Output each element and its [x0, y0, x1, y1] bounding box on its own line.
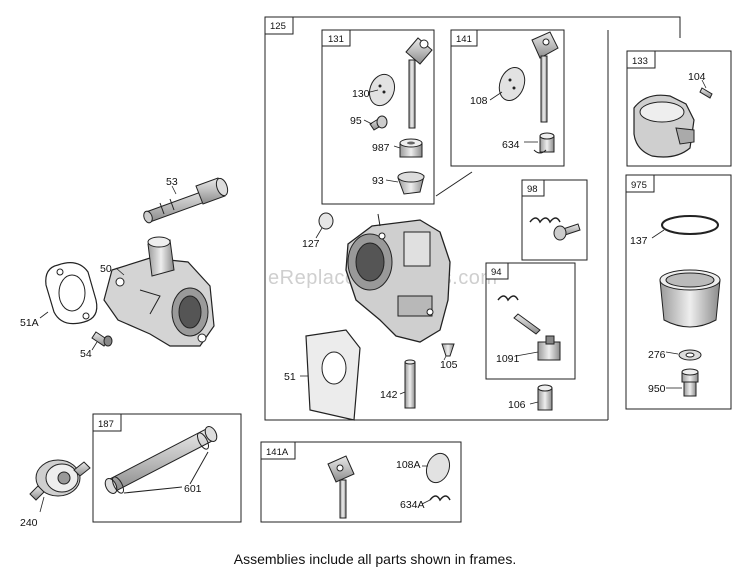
frame-141: 141	[450, 29, 565, 167]
caption: Assemblies include all parts shown in fr…	[233, 551, 517, 567]
pin-104-part	[699, 87, 713, 99]
washer-127-part	[318, 212, 334, 230]
label-950: 950	[648, 383, 666, 395]
frame-125: 125	[264, 16, 681, 421]
washer-276-part	[678, 349, 702, 361]
throttle-plate-108a-part	[425, 452, 451, 484]
screw-95-part	[369, 115, 388, 131]
label-105: 105	[440, 359, 458, 371]
fuel-line-part	[104, 426, 218, 494]
intake-tube-part	[143, 177, 229, 224]
float-bowl-part	[659, 269, 721, 328]
gasket-51a-part	[45, 262, 98, 325]
label-50: 50	[100, 263, 112, 275]
fuel-filter-part	[29, 459, 91, 501]
label-108a: 108A	[396, 459, 421, 471]
label-987: 987	[372, 142, 390, 154]
label-1091: 1091	[496, 353, 520, 365]
frame-label-94: 94	[491, 267, 502, 278]
label-276: 276	[648, 349, 666, 361]
idle-spring-part	[529, 217, 561, 224]
label-142: 142	[380, 389, 398, 401]
bowl-screw-950-part	[681, 368, 699, 397]
label-601: 601	[184, 483, 202, 495]
label-127: 127	[302, 238, 320, 250]
frame-label-187: 187	[98, 419, 114, 430]
o-ring-137-part	[661, 215, 719, 235]
bushing-987-part	[399, 138, 423, 158]
throttle-shaft-part	[531, 31, 559, 123]
frame-141a: 141A	[260, 441, 462, 523]
label-634: 634	[502, 139, 520, 151]
label-634a: 634A	[400, 499, 425, 511]
spring-634-part	[533, 132, 555, 154]
solenoid-1091-part	[537, 335, 561, 361]
label-137: 137	[630, 235, 648, 247]
label-106: 106	[508, 399, 526, 411]
spring-634a-part	[429, 495, 451, 502]
choke-shaft-part	[405, 37, 433, 129]
label-104: 104	[688, 71, 706, 83]
seal-93-part	[397, 171, 425, 195]
mixture-spring-part	[497, 295, 519, 302]
mixture-needle-part	[513, 313, 541, 335]
seat-105-part	[441, 343, 455, 357]
frame-label-133: 133	[632, 56, 648, 67]
leader-lines	[39, 79, 707, 513]
throttle-shaft-141a-part	[327, 455, 355, 519]
sleeve-106-part	[537, 384, 553, 411]
throttle-plate-108-part	[498, 67, 526, 101]
label-95: 95	[350, 115, 362, 127]
choke-plate-part	[368, 73, 396, 107]
label-51: 51	[284, 371, 296, 383]
label-130: 130	[352, 88, 370, 100]
label-93: 93	[372, 175, 384, 187]
frame-label-141a: 141A	[266, 447, 289, 458]
carburetor-body-part	[345, 171, 473, 343]
frame-label-131: 131	[328, 34, 344, 45]
label-53: 53	[166, 176, 178, 188]
float-133-part	[633, 94, 695, 158]
frame-187: 187	[92, 413, 242, 523]
intake-elbow-part	[103, 236, 215, 347]
jet-142-part	[404, 359, 416, 409]
frame-label-125: 125	[270, 21, 286, 32]
label-51a: 51A	[20, 317, 39, 329]
frame-975: 975	[625, 174, 732, 410]
frame-133: 133	[626, 50, 732, 167]
label-240: 240	[20, 517, 38, 529]
gasket-plate-51-part	[305, 329, 361, 421]
frame-label-975: 975	[631, 180, 647, 191]
label-108: 108	[470, 95, 488, 107]
screw-54-part	[91, 331, 113, 347]
frame-94: 94	[485, 262, 576, 380]
frame-131: 131	[321, 29, 435, 205]
frame-label-98: 98	[527, 184, 538, 195]
label-54: 54	[80, 348, 92, 360]
frame-label-141: 141	[456, 34, 472, 45]
frame-98: 98	[521, 179, 588, 261]
idle-screw-part	[553, 223, 581, 241]
